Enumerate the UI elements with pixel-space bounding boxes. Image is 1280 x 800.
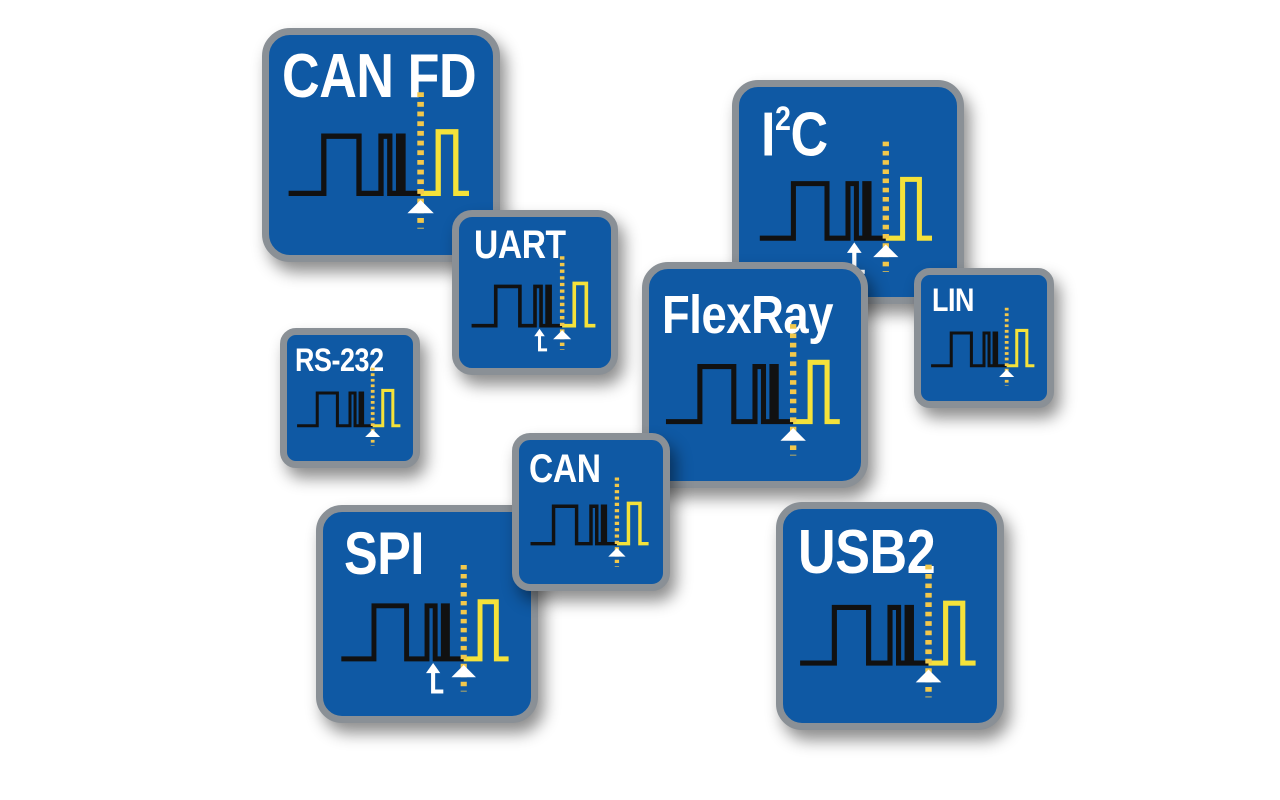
usb2-protocol-icon[interactable]: USB2 [776,502,1004,730]
trigger-arrow-icon [553,330,572,340]
signal-trace [471,284,563,328]
signal-trace [665,363,794,425]
highlight-pulse [793,359,840,425]
trigger-arrow-icon [608,548,626,557]
signal-trace [341,603,464,662]
spi-waveform-icon [341,565,509,694]
highlight-pulse [463,599,509,662]
i2c-waveform-icon [759,141,932,274]
trigger-arrow-icon [451,665,476,678]
trigger-arrow-icon [780,428,806,441]
signal-trace [288,133,421,197]
lin-waveform-icon [931,307,1035,386]
can-label: CAN [529,446,601,491]
bit-time-marker-icon [425,662,444,694]
signal-trace [530,504,617,546]
uart-label: UART [474,222,566,267]
trigger-arrow-icon [365,429,381,438]
flexray-waveform-icon [665,324,840,456]
flexray-label: FlexRay [661,285,833,346]
uart-protocol-icon[interactable]: UART [452,210,618,375]
usb2-waveform-icon [800,564,976,698]
signal-trace [931,331,1007,368]
highlight-pulse [420,129,469,197]
highlight-pulse [885,176,932,241]
lin-protocol-icon[interactable]: LIN [914,268,1054,408]
bit-time-marker-head [425,662,441,674]
trigger-arrow-icon [999,369,1015,378]
rs232-protocol-icon[interactable]: RS-232 [280,328,420,468]
signal-trace [759,181,886,241]
flexray-protocol-icon[interactable]: FlexRay [642,262,868,488]
can-waveform-icon [530,477,649,567]
canfd-waveform-icon [288,92,469,229]
i2c-label: I2C [760,99,828,170]
bit-time-marker-head [534,328,545,337]
highlight-pulse [372,388,401,428]
highlight-pulse [616,501,649,546]
rs232-waveform-icon [297,367,401,446]
canfd-label: CAN FD [282,42,477,111]
highlight-pulse [1006,328,1035,368]
trigger-arrow-icon [915,669,942,683]
rs232-label: RS-232 [294,341,384,378]
bit-time-marker-head [846,242,862,253]
bit-time-marker-icon [534,328,548,352]
highlight-pulse [562,281,596,328]
usb2-label: USB2 [797,517,936,587]
signal-trace [297,391,373,428]
trigger-arrow-icon [873,244,899,258]
uart-waveform-icon [471,256,596,352]
canfd-protocol-icon[interactable]: CAN FD [262,28,500,262]
bit-time-marker-line [538,331,548,352]
can-protocol-icon[interactable]: CAN [512,433,670,591]
spi-label: SPI [343,520,424,588]
trigger-arrow-icon [407,200,434,214]
bit-time-marker-line [431,667,444,694]
lin-label: LIN [932,281,975,318]
highlight-pulse [928,600,976,666]
spi-protocol-icon[interactable]: SPI [316,505,538,723]
signal-trace [800,604,929,666]
